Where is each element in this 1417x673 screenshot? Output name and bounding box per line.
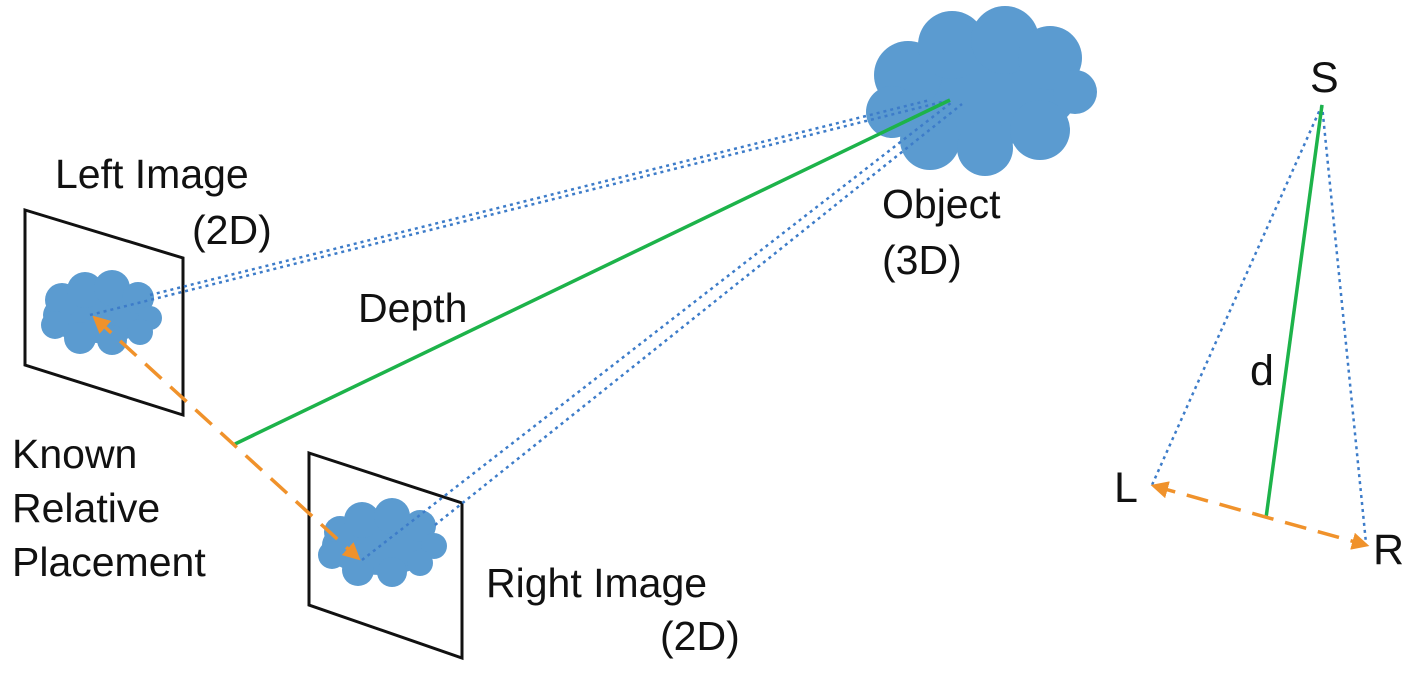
schematic-d-label: d <box>1250 347 1274 395</box>
known-placement-label-line1: Known <box>12 431 137 477</box>
schematic-baseline-arrow <box>1150 481 1370 550</box>
right-image-label-line2: (2D) <box>660 613 740 659</box>
known-placement-label-line3: Placement <box>12 539 206 585</box>
schematic-l-label: L <box>1114 464 1138 512</box>
right-sight-line-center <box>361 101 953 561</box>
known-placement-label-line2: Relative <box>12 485 160 531</box>
left-image-label-line1: Left Image <box>55 151 249 197</box>
left-image-label-line2: (2D) <box>192 207 272 253</box>
baseline-arrow <box>92 315 361 561</box>
left-sight-line-center <box>89 98 951 317</box>
right-sight-line-edge <box>434 103 963 526</box>
object-label-line2: (3D) <box>882 237 962 283</box>
schematic-r-label: R <box>1373 526 1404 574</box>
depth-label: Depth <box>358 285 467 331</box>
left-sight-line-top <box>149 98 931 297</box>
schematic-s-label: S <box>1310 54 1339 102</box>
schematic-sr-line <box>1320 104 1368 544</box>
right-image-label-line1: Right Image <box>486 560 707 606</box>
object-cloud <box>866 6 1097 176</box>
depth-line <box>234 98 951 446</box>
object-label-line1: Object <box>882 181 1001 227</box>
schematic-depth-line <box>1264 104 1324 519</box>
